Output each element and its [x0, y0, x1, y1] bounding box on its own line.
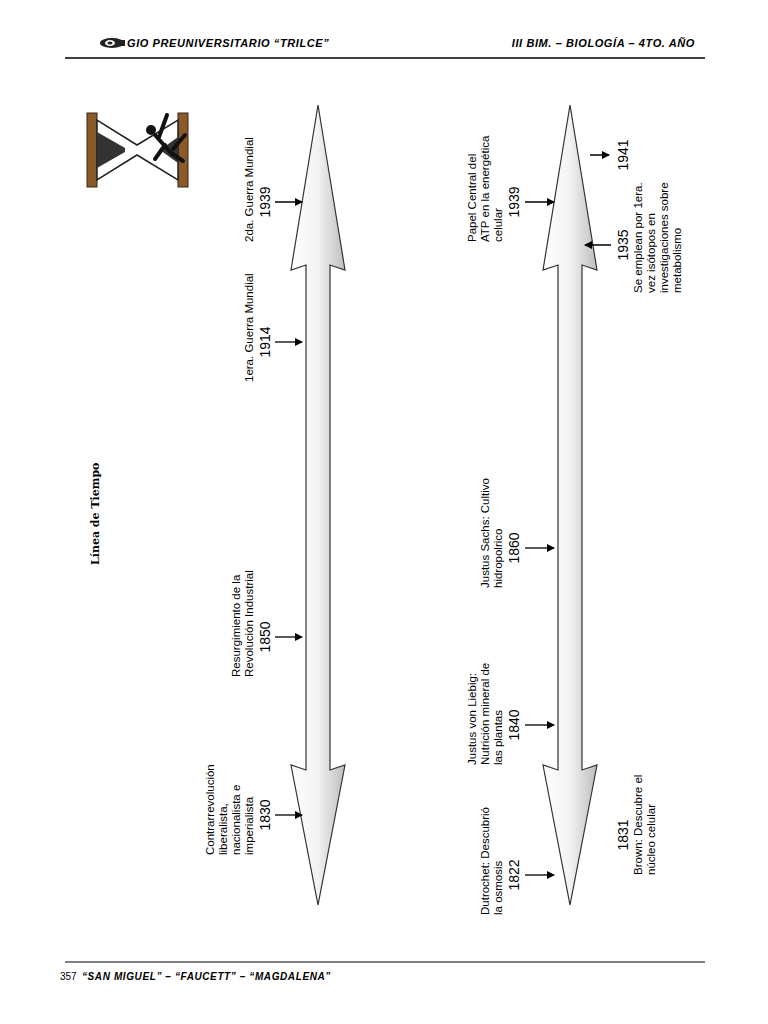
event-description: Brown: Descubre el núcleo celular: [632, 763, 658, 875]
event-year: 1939: [506, 172, 522, 232]
event-pointer: [525, 874, 554, 875]
event-description: 2da. Guerra Mundial: [243, 137, 256, 242]
event-year: 1939: [257, 172, 273, 232]
event-pointer: [275, 636, 302, 637]
timeline-title: Línea de Tiempo: [89, 463, 102, 565]
page-number: 357: [60, 971, 77, 982]
double-arrow-timeline: [543, 105, 597, 905]
event-description: Papel Central del ATP en la energética c…: [466, 130, 505, 242]
event-year: 1935: [615, 215, 631, 275]
event-year: 1822: [506, 845, 522, 905]
event-description: 1era. Guerra Mundial: [243, 273, 256, 382]
event-year: 1850: [257, 607, 273, 667]
header-course: III BIM. – BIOLOGÍA – 4TO. AÑO: [512, 37, 695, 49]
event-description: Justus von Liebig: Nutrición mineral de …: [466, 653, 505, 765]
event-year: 1830: [257, 785, 273, 845]
event-pointer: [275, 201, 302, 202]
event-year: 1860: [506, 518, 522, 578]
timeline-arrows: [85, 85, 705, 905]
event-pointer: [525, 724, 554, 725]
event-description: Resurgimiento de la Revolución Industria…: [230, 565, 256, 677]
header-rule: [65, 57, 705, 59]
event-pointer: [585, 244, 611, 245]
event-year: 1941: [615, 125, 631, 185]
event-description: Justus Sachs: Cultivo hidropolrico: [479, 476, 505, 588]
double-arrow-timeline: [291, 105, 345, 905]
event-pointer: [275, 814, 302, 815]
event-pointer: [525, 201, 554, 202]
event-pointer: [590, 154, 609, 155]
school-logo: [100, 38, 125, 48]
footer-campuses: “SAN MIGUEL” – “FAUCETT” – “MAGDALENA”: [82, 971, 331, 982]
event-year: 1914: [257, 312, 273, 372]
event-description: Se emplean por 1era. vez isótopos en inv…: [632, 181, 684, 293]
hourglass-illustration: [87, 113, 188, 187]
event-description: Dutrochet: Descubrió la osmosis: [479, 803, 505, 915]
event-pointer: [275, 341, 302, 342]
header-school: GIO PREUNIVERSITARIO “TRILCE”: [127, 37, 329, 49]
footer-rule: [65, 962, 705, 963]
rotated-timeline-panel: Línea de Tiempo 1830Contrarrevolución lib…: [85, 85, 705, 905]
event-description: Contrarrevolución liberalista, nacionali…: [204, 743, 256, 855]
event-year: 1840: [506, 695, 522, 755]
event-pointer: [525, 547, 554, 548]
event-year: 1831: [615, 805, 631, 865]
